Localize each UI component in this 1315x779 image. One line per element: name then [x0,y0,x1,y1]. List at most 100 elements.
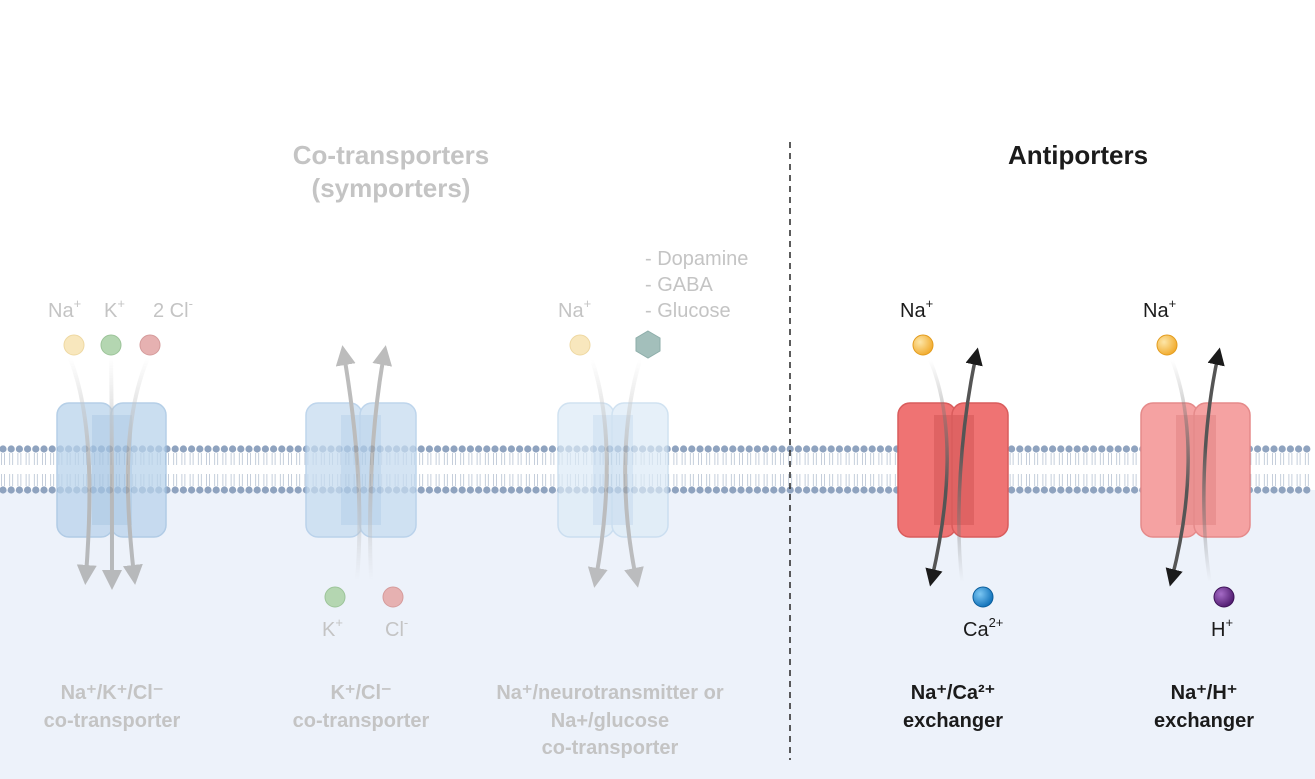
lipid-head [1073,486,1081,494]
lipid-head [466,445,474,453]
lipid-tail [222,453,227,465]
lipid-head [794,486,803,494]
protein-channel [557,402,669,538]
lipid-tail [279,453,284,465]
lipid-head [24,445,32,453]
lipid-head [417,486,425,494]
lipid-tail [173,474,178,486]
caption-line: exchanger [903,710,1003,732]
cl-ion [139,334,161,356]
transport-arrow [587,359,609,588]
lipid-tail [517,474,522,486]
lipid-head [1278,486,1286,494]
lipid-tail [197,474,202,486]
lipid-tail [534,453,538,465]
lipid-tail [739,474,743,486]
na-label: Na+ [558,296,591,322]
lipid-tail [255,453,260,465]
lipid-tail [460,453,465,465]
lipid-head [475,486,483,494]
lipid-tail [33,453,38,465]
lipid-tail [689,474,694,486]
lipid-tail [821,474,825,486]
lipid-head [1024,486,1032,494]
lipid-tail [689,453,694,465]
lipid-tail [517,453,522,465]
lipid-head [434,445,442,453]
lipid-head [803,486,811,494]
lipid-head [245,486,253,494]
lipid-tail [763,453,768,465]
lipid-head [442,486,450,494]
lipid-head [762,445,770,453]
lipid-head [540,486,548,494]
lipid-head [1286,445,1294,453]
lipid-tail [1067,474,1071,486]
lipid-tail [1108,474,1112,486]
lipid-tail [493,474,497,486]
lipid-head [1090,486,1098,494]
lipid-head [1098,486,1106,494]
lipid-tail [1050,474,1055,486]
lipid-tail [542,453,547,465]
lipid-tail [1058,474,1063,486]
lipid-tail [796,453,801,465]
lipid-tail [1255,474,1260,486]
lipid-head [680,445,688,453]
lipid-tail [1296,474,1301,486]
lipid-head [1090,445,1098,453]
lipid-head [1114,445,1122,453]
lipid-head [737,445,745,453]
substrate-item: - Glucose [645,300,731,322]
lipid-head [188,445,196,453]
lipid-head [40,486,48,494]
lipid-tail [279,474,284,486]
na-ion [63,334,85,356]
lipid-tail [1099,453,1104,465]
lipid-head [729,486,737,494]
lipid-tail [722,453,727,465]
lipid-tail [534,474,538,486]
lipid-head [220,486,228,494]
lipid-tail [525,474,530,486]
lipid-head [212,486,220,494]
lipid-tail [862,474,866,486]
lipid-tail [681,474,686,486]
heading-symporters: (symporters) [312,173,471,203]
lipid-tail [812,474,817,486]
lipid-tail [509,453,514,465]
transport-arrow [623,359,644,588]
lipid-head [721,486,729,494]
na-ion [912,334,934,356]
lipid-tail [722,474,727,486]
lipid-head [15,445,23,453]
lipid-head [1081,486,1089,494]
lipid-tail [1296,453,1301,465]
lipid-head [745,486,753,494]
lipid-tail [238,453,243,465]
lipid-head [32,486,40,494]
h-ion [1213,586,1235,608]
lipid-tail [804,474,809,486]
lipid-tail [509,474,514,486]
lipid-tail [1124,453,1129,465]
lipid-head [0,445,7,453]
cl-ion [382,586,404,608]
lipid-tail [730,474,735,486]
lipid-head [811,445,819,453]
na-ion [1156,334,1178,356]
lipid-tail [271,474,276,486]
lipid-tail [443,474,448,486]
lipid-tail [476,453,481,465]
lipid-head [680,486,688,494]
lipid-head [1262,486,1270,494]
lipid-tail [730,453,735,465]
lipid-head [778,486,786,494]
transport-arrow [101,357,122,590]
lipid-head [229,486,237,494]
lipid-tail [1108,453,1112,465]
lipid-tail [9,474,14,486]
lipid-tail [1058,453,1063,465]
lipid-head [794,445,803,453]
lipid-head [204,445,212,453]
